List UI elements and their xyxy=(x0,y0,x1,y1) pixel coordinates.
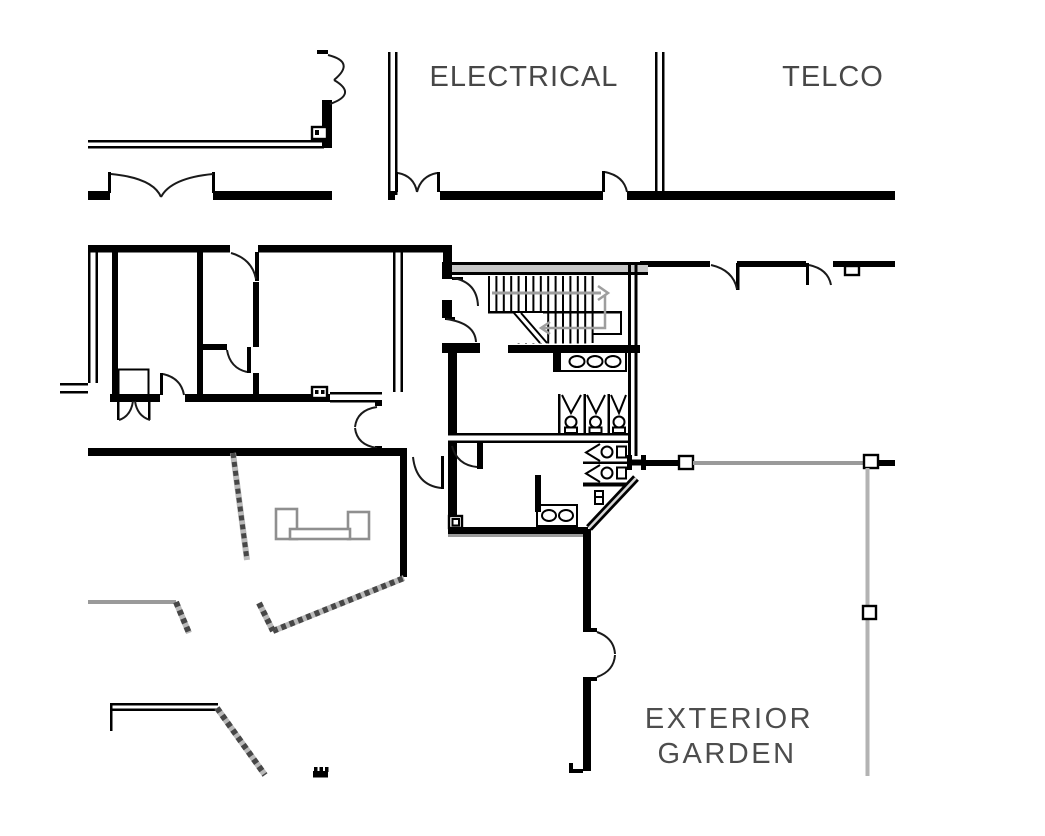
bottom-left-planter-walls xyxy=(110,703,268,777)
mens-restroom-walls xyxy=(448,350,630,443)
floor-drain-icon xyxy=(313,767,329,778)
corridor-top-wall xyxy=(88,245,895,267)
wall-device-box-icon xyxy=(310,385,329,400)
wall-junction-box-icon xyxy=(310,125,329,141)
electrical-room-walls xyxy=(388,52,895,200)
stairwell-door-upper-icon xyxy=(452,277,479,307)
exterior-garden-label-line2: GARDEN xyxy=(657,738,796,770)
corridor-right-door1-icon xyxy=(710,263,740,290)
upper-left-double-acting-door-icon xyxy=(327,54,346,105)
telco-room-label: TELCO xyxy=(782,61,884,93)
electrical-room-label: ELECTRICAL xyxy=(430,61,619,93)
telco-door-icon xyxy=(602,171,628,193)
stair-break-line xyxy=(513,312,548,344)
left-rooms-walls xyxy=(60,252,403,406)
lower-left-room-walls xyxy=(88,448,407,577)
stair-direction-arrow-icon xyxy=(492,284,611,336)
corridor-device-box-icon xyxy=(843,264,861,277)
lower-left-room-door-icon xyxy=(412,456,444,489)
angled-hatched-wall xyxy=(271,575,406,634)
garden-double-acting-door-icon xyxy=(596,631,616,678)
angled-wall xyxy=(586,475,639,531)
closet-with-french-doors-icon xyxy=(117,368,151,421)
sink-counter-3-icon xyxy=(553,345,627,372)
stair-treads xyxy=(488,276,622,344)
corridor-room-door-icon xyxy=(230,252,259,281)
sink-counter-2-icon xyxy=(536,504,578,527)
stairwell-walls xyxy=(442,262,648,456)
upper-left-room-walls xyxy=(88,50,332,200)
stairwell-door-lower-icon xyxy=(445,317,477,343)
wall-end-h-marker-icon xyxy=(627,455,646,470)
toilet-stalls-side-icon xyxy=(583,443,630,487)
corner-double-acting-door-icon xyxy=(354,406,382,452)
upper-left-double-door-icon xyxy=(108,172,215,198)
grab-bar-icon xyxy=(594,490,604,505)
vestibule-walls xyxy=(448,443,588,537)
left-room-door-icon xyxy=(160,373,185,396)
electrical-double-door-icon xyxy=(395,172,440,193)
interior-room-door-icon xyxy=(203,344,251,373)
exterior-garden-label-line1: EXTERIOR xyxy=(645,703,813,735)
toilet-stalls-row-icon xyxy=(558,394,627,434)
garden-wall xyxy=(569,529,597,773)
vestibule-door-icon xyxy=(451,443,483,469)
corridor-right-door2-icon xyxy=(806,263,832,286)
curtain-wall-glazing xyxy=(646,453,895,776)
dashed-partition xyxy=(230,452,250,561)
reception-desk-icon xyxy=(274,507,371,541)
lower-left-glazing xyxy=(88,600,276,635)
shaft-box-icon xyxy=(447,514,464,530)
